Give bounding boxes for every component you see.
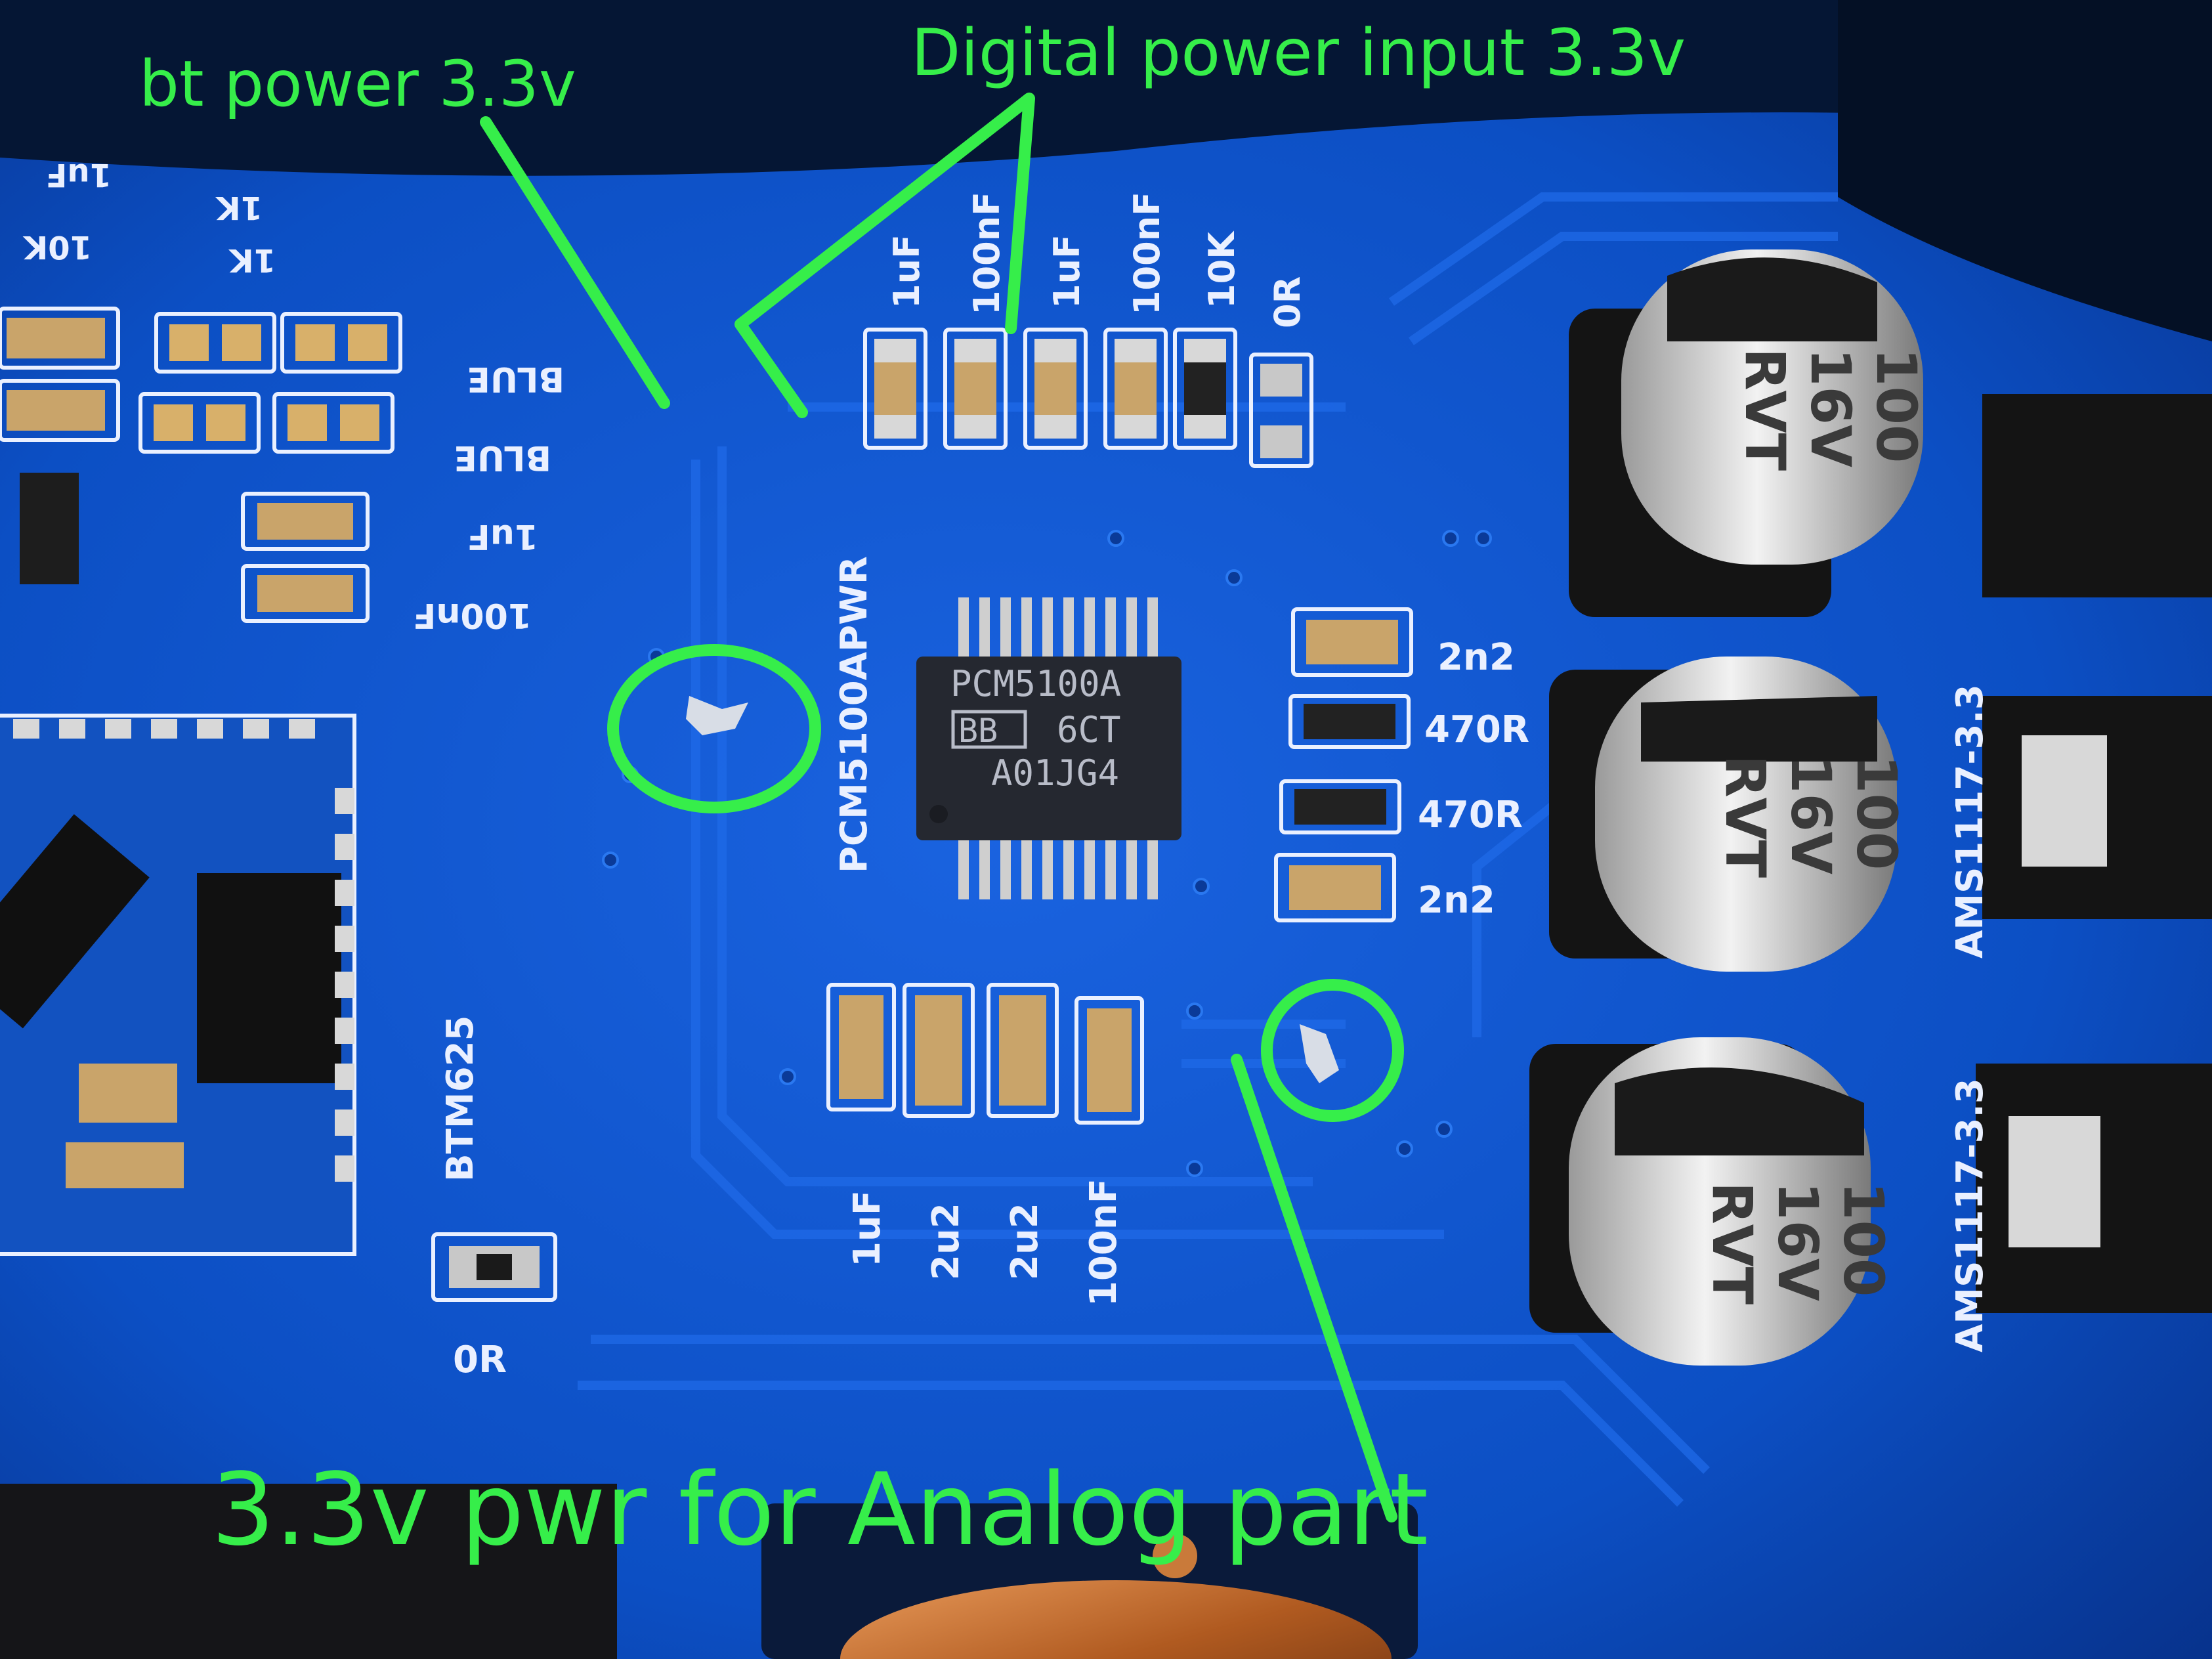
cap-3-voltage: 16V	[1766, 1182, 1830, 1301]
left-1uf-label: 1uF	[467, 517, 538, 556]
top-left-label-4: 1K	[228, 242, 276, 278]
chip-line-3: A01JG4	[991, 752, 1119, 794]
cap-3-series: RVT	[1700, 1182, 1764, 1304]
bottom-left-part	[0, 1484, 617, 1659]
vias	[602, 530, 1492, 1177]
cap-2	[1549, 657, 1897, 972]
right-smd-column	[1274, 607, 1413, 922]
ic-part-label: PCM5100APWR	[833, 556, 876, 873]
chip-logo: BB	[958, 712, 998, 750]
resistor-0r-label: 0R	[453, 1339, 507, 1381]
regulator-1-label: AMS1117-3.3	[1949, 684, 1991, 959]
top-cap-3-label: 1uF	[1046, 234, 1088, 309]
bottom-smd-row	[826, 983, 1144, 1125]
blue-led-label-2: BLUE	[454, 438, 551, 477]
cap-3	[1529, 1037, 1871, 1366]
bt-power-annotation: bt power 3.3v	[139, 47, 576, 121]
top-0r-label: 0R	[1267, 276, 1308, 328]
top-left-label-2: 1K	[215, 189, 263, 226]
chip-line-1: PCM5100A	[950, 663, 1121, 704]
regulator-2-label: AMS1117-3.3	[1949, 1078, 1991, 1352]
inductor-coil	[840, 1580, 1392, 1659]
left-led-pads	[0, 307, 402, 623]
right-part-4-label: 2n2	[1418, 879, 1495, 922]
chip-logo-box	[951, 710, 1027, 749]
right-part-3-label: 470R	[1418, 794, 1523, 836]
cap-1-voltage: 16V	[1798, 348, 1863, 467]
inductor-lead	[1153, 1534, 1197, 1578]
bottom-cap-3-label: 2u2	[1004, 1203, 1046, 1280]
solder-blob-right	[1300, 1024, 1339, 1083]
top-cap-2-label: 100nF	[966, 192, 1008, 315]
dac-chip	[916, 597, 1181, 899]
right-part-1-label: 2n2	[1437, 636, 1515, 679]
bt-pointer-line	[480, 116, 670, 409]
highlight-circle-left	[607, 644, 821, 813]
digital-power-annotation: Digital power input 3.3v	[911, 16, 1686, 91]
top-smd-row	[863, 328, 1313, 468]
bt-module	[0, 714, 356, 1256]
cap-2-value: 100	[1844, 755, 1909, 870]
resistor-0r	[431, 1232, 557, 1302]
bt-module-label: BTM625	[439, 1015, 482, 1182]
bottom-cap-2-label: 2u2	[925, 1203, 968, 1280]
right-part-2-label: 470R	[1424, 708, 1529, 751]
top-cap-1-label: 1uF	[886, 234, 927, 309]
top-left-label-3: 1uF	[46, 156, 112, 193]
bottom-cap-1-label: 1uF	[846, 1190, 889, 1267]
highlight-circle-right	[1261, 979, 1404, 1122]
top-left-label-1: 10K	[22, 228, 92, 265]
cap-2-voltage: 16V	[1779, 755, 1843, 874]
top-res-label: 10K	[1201, 230, 1243, 309]
cap-2-series: RVT	[1713, 755, 1777, 878]
analog-pointer-line	[1231, 1054, 1397, 1522]
regulators	[1976, 394, 2212, 1313]
bottom-cap-4-label: 100nF	[1082, 1178, 1125, 1306]
pcb-traces	[578, 192, 1838, 1507]
digital-pointer-line	[734, 93, 1035, 418]
solder-blob-left	[686, 696, 748, 735]
case-corner	[1838, 0, 2212, 341]
top-cap-4-label: 100nF	[1126, 192, 1168, 315]
left-100nf-label: 100nF	[413, 595, 532, 635]
analog-power-annotation: 3.3v pwr for Analog part	[211, 1452, 1429, 1568]
blue-led-label-1: BLUE	[467, 359, 564, 399]
cap-3-value: 100	[1831, 1182, 1896, 1297]
chip-line-2: 6CT	[1057, 709, 1121, 750]
cap-1-series: RVT	[1733, 348, 1797, 471]
cap-1-value: 100	[1864, 348, 1928, 463]
case-edge	[0, 0, 2212, 176]
cap-1	[1569, 249, 1923, 617]
